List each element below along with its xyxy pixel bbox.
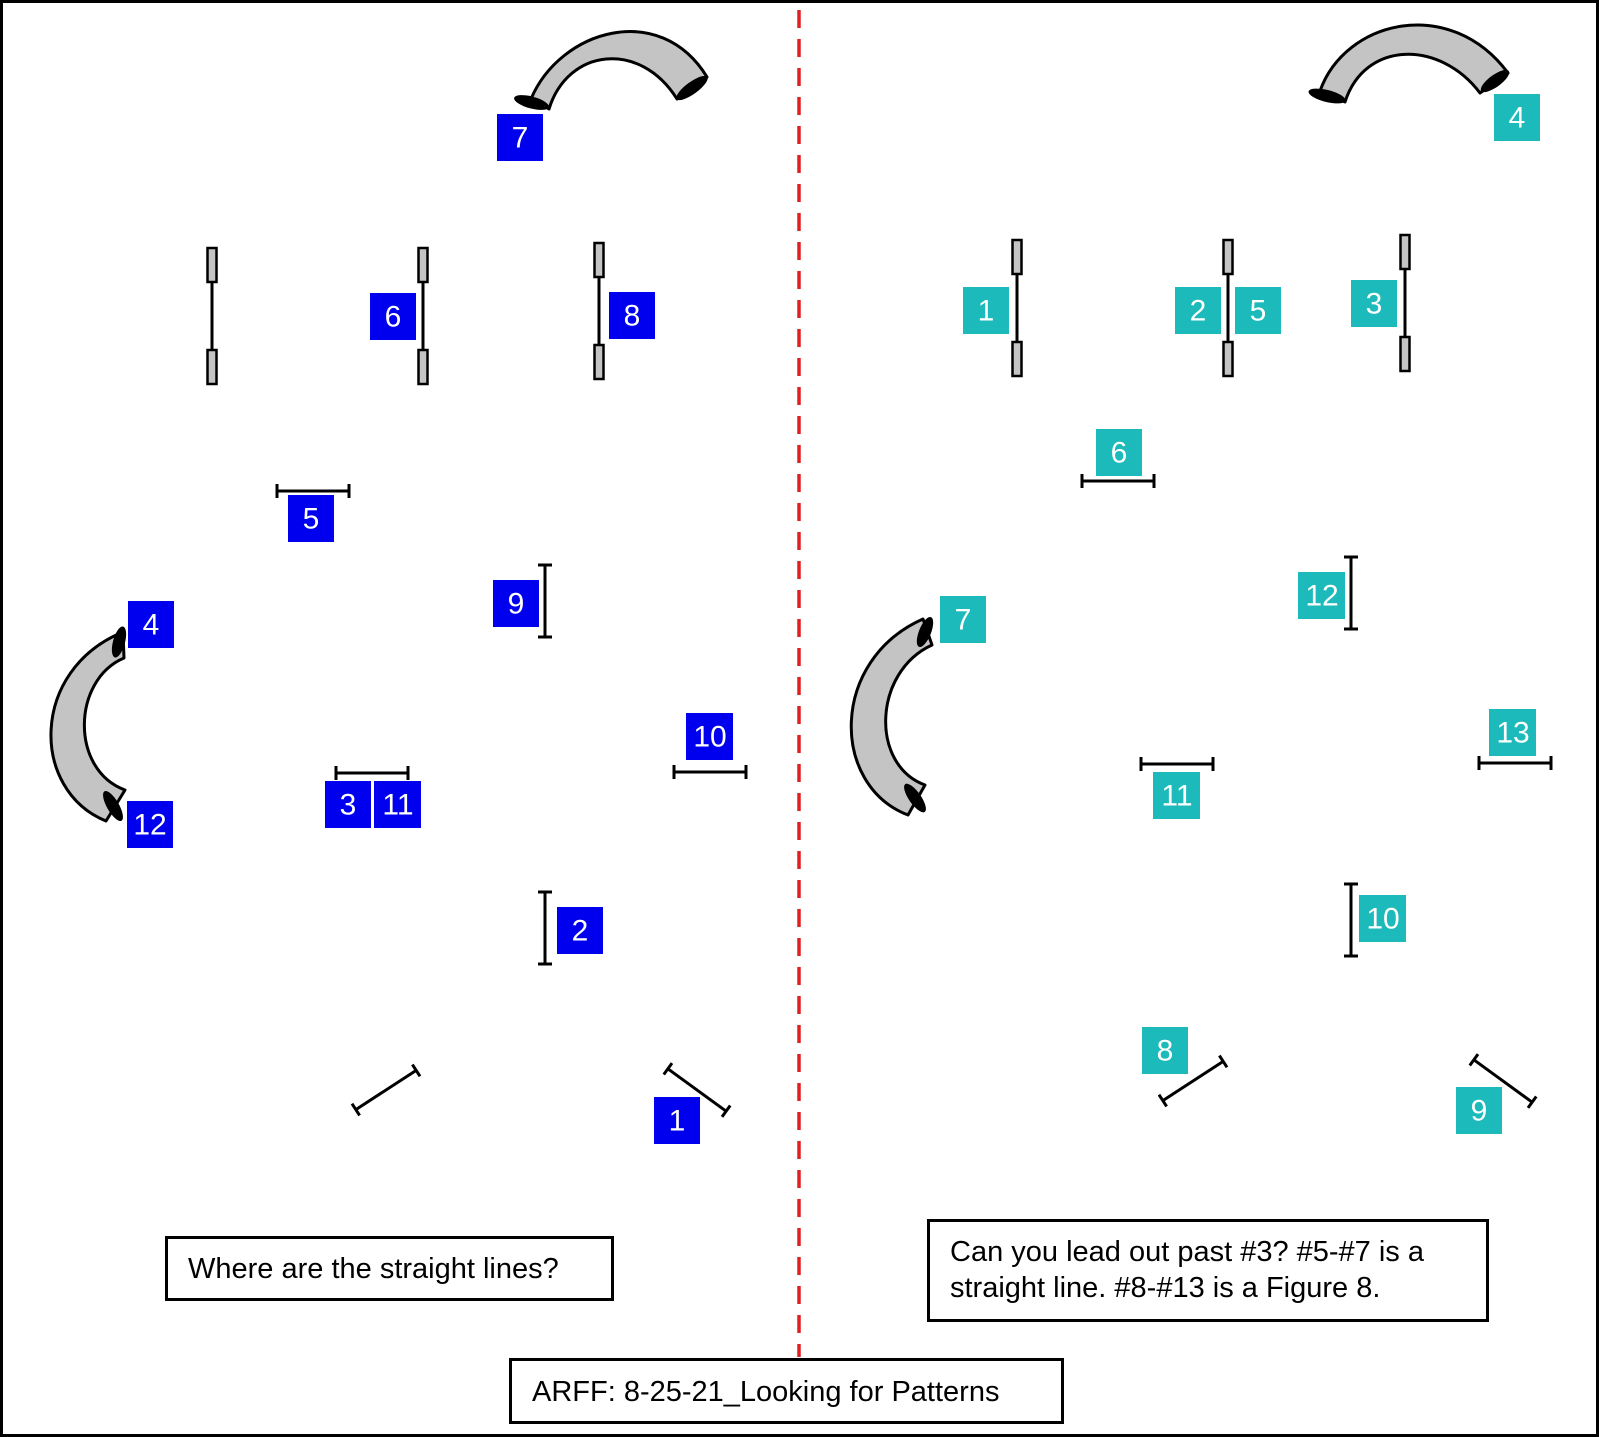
svg-text:9: 9 [1471, 1095, 1488, 1128]
tunnel-icon [849, 616, 934, 817]
badge-4: 4 [1494, 94, 1540, 141]
svg-text:2: 2 [1190, 295, 1207, 328]
badge-10: 10 [686, 713, 733, 760]
badge-6: 6 [370, 293, 416, 340]
svg-text:7: 7 [512, 122, 529, 155]
badge-5: 5 [1235, 287, 1281, 334]
svg-text:8: 8 [1157, 1035, 1174, 1068]
badge-2: 2 [1175, 287, 1221, 334]
right-course-note: Can you lead out past #3? #5-#7 is a str… [927, 1219, 1489, 1322]
jump-bar-icon [1139, 755, 1215, 773]
tunnel-icon [514, 30, 709, 111]
svg-text:1: 1 [669, 1105, 686, 1138]
badge-9: 9 [493, 580, 539, 627]
svg-text:8: 8 [624, 300, 641, 333]
tire-obstacle-icon [1011, 238, 1023, 378]
jump-bar-icon [350, 1063, 422, 1117]
svg-text:6: 6 [1111, 437, 1128, 470]
badge-7: 7 [497, 114, 543, 161]
tunnel-icon [49, 626, 127, 823]
jump-bar-icon [1477, 754, 1553, 772]
svg-text:1: 1 [978, 295, 995, 328]
badge-3: 3 [325, 781, 371, 828]
badge-6: 6 [1096, 429, 1142, 476]
right-course: 1 2 3 4 5 6 7 8 9 10 11 12 13 [849, 23, 1553, 1134]
badge-7: 7 [940, 596, 986, 643]
badge-3: 3 [1351, 280, 1397, 327]
tire-obstacle-icon [1399, 233, 1411, 373]
svg-text:12: 12 [1305, 580, 1338, 613]
badge-2: 2 [557, 907, 603, 954]
jump-bar-icon [1080, 472, 1156, 490]
svg-text:9: 9 [508, 588, 525, 621]
badge-13: 13 [1489, 709, 1536, 756]
jump-bar-icon [536, 890, 554, 966]
badge-9: 9 [1456, 1087, 1502, 1134]
left-course-note: Where are the straight lines? [165, 1236, 614, 1301]
badge-12: 12 [127, 801, 173, 848]
tunnel-icon [1308, 23, 1510, 104]
svg-text:11: 11 [1161, 780, 1192, 813]
jump-bar-icon [672, 763, 748, 781]
badge-5: 5 [288, 495, 334, 542]
tire-obstacle-icon [593, 241, 605, 381]
svg-text:13: 13 [1496, 717, 1529, 750]
jump-bar-icon [1342, 882, 1360, 958]
badge-10: 10 [1359, 895, 1406, 942]
course-title: ARFF: 8-25-21_Looking for Patterns [509, 1358, 1064, 1424]
svg-text:4: 4 [143, 609, 160, 642]
badge-12: 12 [1298, 572, 1345, 619]
svg-text:2: 2 [572, 915, 589, 948]
svg-text:12: 12 [133, 809, 166, 842]
left-course: 1 2 3 4 5 6 7 8 9 10 11 12 [49, 30, 748, 1144]
jump-bar-icon [1342, 555, 1360, 631]
tire-obstacle-icon [1222, 238, 1234, 378]
badge-11: 11 [1153, 772, 1200, 819]
badge-1: 1 [654, 1097, 700, 1144]
jump-bar-icon [334, 764, 410, 782]
jump-bar-icon [536, 563, 554, 639]
svg-text:4: 4 [1509, 102, 1526, 135]
svg-text:3: 3 [340, 789, 357, 822]
svg-text:10: 10 [693, 721, 726, 754]
svg-text:10: 10 [1366, 903, 1399, 936]
badge-1: 1 [963, 287, 1009, 334]
badge-11: 11 [374, 781, 421, 828]
tire-obstacle-icon [417, 246, 429, 386]
badge-8: 8 [609, 292, 655, 339]
svg-text:7: 7 [955, 604, 972, 637]
svg-text:11: 11 [382, 789, 413, 822]
badge-4: 4 [128, 601, 174, 648]
badge-8: 8 [1142, 1027, 1188, 1074]
svg-text:6: 6 [385, 301, 402, 334]
svg-text:3: 3 [1366, 288, 1383, 321]
svg-text:5: 5 [1250, 295, 1267, 328]
svg-text:5: 5 [303, 503, 320, 536]
tire-obstacle-icon [206, 246, 218, 386]
